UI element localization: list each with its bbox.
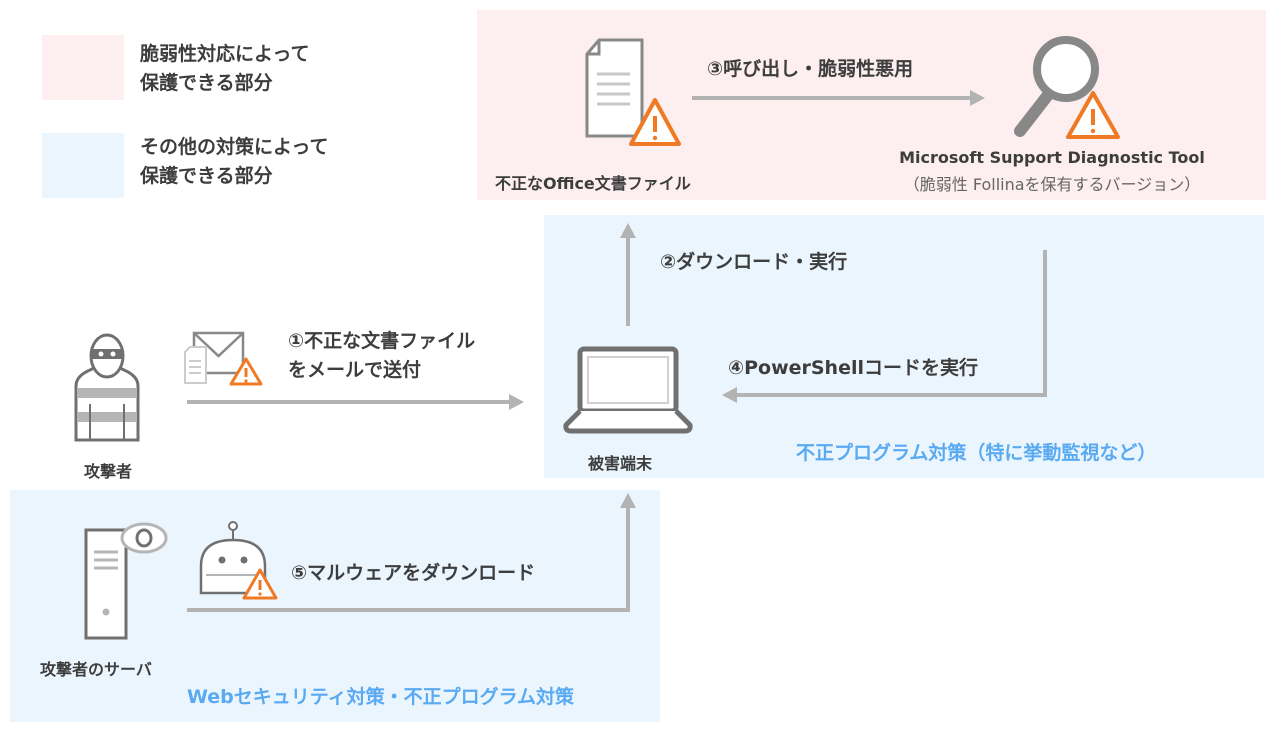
step4-label: ④PowerShellコードを実行: [728, 357, 978, 379]
malware-robot-icon: [199, 521, 278, 600]
warning-icon: [229, 357, 263, 386]
step1-label: ①不正な文書ファイル をメールで送付: [288, 327, 475, 385]
attacker-icon: [74, 333, 140, 442]
legend-label-other: その他の対策によって 保護できる部分: [140, 133, 328, 191]
arrow-step4: [734, 250, 1047, 397]
step5-label: ⑤マルウェアをダウンロード: [291, 562, 536, 584]
warning-icon: [629, 98, 681, 146]
endpoint-region-label: 不正プログラム対策（特に挙動監視など）: [796, 442, 1157, 464]
victim-label: 被害端末: [588, 454, 653, 473]
warning-icon: [242, 568, 278, 600]
warning-icon: [1066, 91, 1120, 139]
step1-line: をメールで送付: [288, 359, 422, 381]
server-label: 攻撃者のサーバ: [40, 660, 152, 679]
msdt-label: Microsoft Support Diagnostic Tool （脆弱性 F…: [852, 148, 1252, 195]
office-doc-label: 不正なOffice文書ファイル: [495, 174, 691, 193]
legend-line: その他の対策によって: [140, 136, 329, 158]
web-region-label: Webセキュリティ対策・不正プログラム対策: [187, 686, 575, 708]
attacker-label: 攻撃者: [84, 462, 133, 481]
step3-label: ③呼び出し・脆弱性悪用: [707, 58, 914, 80]
legend-line: 脆弱性対応によって: [140, 43, 310, 65]
mail-icon: [184, 331, 263, 386]
server-icon: [84, 522, 168, 640]
document-icon: [585, 38, 681, 146]
legend-swatch-vulnerability: [42, 35, 124, 100]
legend-label-vulnerability: 脆弱性対応によって 保護できる部分: [140, 40, 309, 98]
eye-icon: [120, 522, 168, 554]
msdt-title: Microsoft Support Diagnostic Tool: [899, 148, 1205, 167]
legend-line: 保護できる部分: [140, 165, 273, 187]
magnifier-icon: [1014, 36, 1120, 139]
step2-label: ②ダウンロード・実行: [660, 251, 848, 273]
step1-line: ①不正な文書ファイル: [288, 330, 476, 352]
arrow-step5: [187, 506, 630, 612]
laptop-icon: [563, 346, 693, 434]
legend-line: 保護できる部分: [140, 72, 273, 94]
msdt-subtitle: （脆弱性 Follinaを保有するバージョン）: [903, 175, 1201, 194]
legend-swatch-other: [42, 133, 124, 198]
